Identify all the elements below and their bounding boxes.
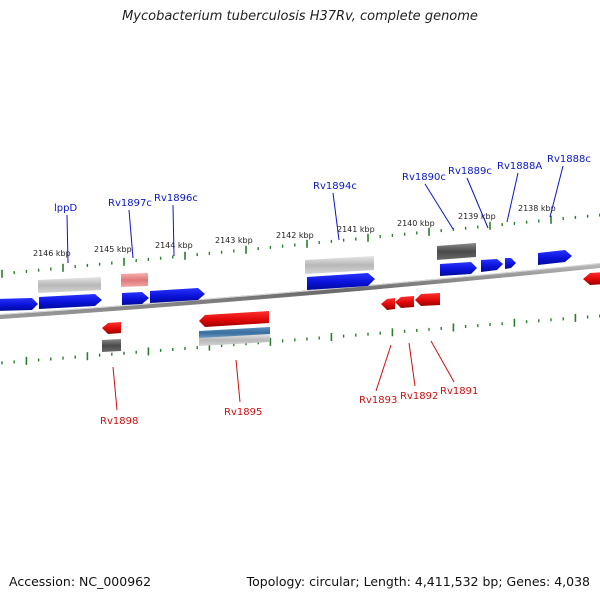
feature-block[interactable] [102, 339, 121, 352]
minus-leader-line [408, 342, 416, 387]
plus-leader-line [332, 192, 340, 241]
map-title: Mycobacterium tuberculosis H37Rv, comple… [122, 9, 478, 24]
feature-blocks [38, 243, 476, 352]
gene-arrow[interactable] [481, 259, 503, 272]
gene-label[interactable]: lppD [54, 203, 77, 214]
gene-arrow[interactable] [415, 293, 440, 306]
plus-leader-line [549, 165, 564, 218]
feature-block[interactable] [305, 256, 374, 274]
gene-label[interactable]: Rv1888c [547, 154, 591, 165]
feature-block[interactable] [437, 243, 476, 260]
tick-labels: 2146 kbp 2145 kbp 2144 kbp 2143 kbp 2142… [33, 204, 556, 258]
gene-arrow[interactable] [538, 250, 572, 265]
gene-label[interactable]: Rv1897c [108, 198, 152, 209]
plus-leader-line [506, 172, 519, 223]
gene-label[interactable]: Rv1898 [100, 416, 138, 427]
gene-label[interactable]: Rv1889c [448, 166, 492, 177]
gene-labels: lppD Rv1897c Rv1896c Rv1894c Rv1890c Rv1… [54, 154, 591, 427]
gene-arrow[interactable] [199, 311, 269, 327]
label-leaders [66, 165, 564, 411]
gene-arrow[interactable] [440, 262, 477, 276]
outer-tick-ring [1, 213, 600, 278]
tick-label: 2141 kbp [337, 225, 375, 234]
minus-leader-line [235, 359, 241, 403]
gene-arrow[interactable] [307, 273, 375, 290]
tick-label: 2138 kbp [518, 204, 556, 213]
feature-block[interactable] [199, 334, 270, 346]
genome-backbone-highlight [0, 263, 600, 316]
gene-label[interactable]: Rv1894c [313, 181, 357, 192]
inner-tick-ring [1, 313, 600, 365]
gene-arrow[interactable] [122, 292, 149, 305]
gene-arrow[interactable] [395, 296, 414, 308]
plus-leader-line [466, 177, 489, 229]
gene-label[interactable]: Rv1896c [154, 193, 198, 204]
minus-leader-line [430, 340, 455, 383]
gene-arrow[interactable] [0, 298, 38, 311]
plus-leader-line [424, 183, 454, 230]
minus-leader-line [375, 344, 392, 392]
tick-label: 2143 kbp [215, 236, 253, 245]
tick-label: 2140 kbp [397, 219, 435, 228]
minus-strand-genes [102, 272, 600, 334]
gene-arrow[interactable] [583, 272, 600, 285]
plus-leader-line [128, 209, 134, 259]
plus-leader-line [172, 204, 175, 257]
accession-text: Accession: NC_000962 [9, 574, 152, 589]
gene-label[interactable]: Rv1893 [359, 395, 397, 406]
gene-arrow[interactable] [102, 322, 121, 334]
gene-arrow[interactable] [150, 288, 205, 303]
feature-block[interactable] [121, 273, 148, 287]
tick-label: 2142 kbp [276, 231, 314, 240]
tick-label: 2139 kbp [458, 212, 496, 221]
gene-label[interactable]: Rv1888A [497, 161, 542, 172]
minus-leader-line [112, 366, 118, 411]
feature-block[interactable] [38, 277, 101, 293]
genome-backbone [0, 262, 600, 320]
plus-strand-genes [0, 250, 572, 311]
gene-label[interactable]: Rv1895 [224, 407, 262, 418]
plus-leader-line [66, 214, 69, 264]
tick-label: 2146 kbp [33, 249, 71, 258]
gene-arrow[interactable] [381, 298, 395, 310]
gene-label[interactable]: Rv1891 [440, 386, 478, 397]
tick-label: 2145 kbp [94, 245, 132, 254]
gene-arrow[interactable] [505, 258, 516, 269]
gene-label[interactable]: Rv1890c [402, 172, 446, 183]
gene-arrow[interactable] [39, 294, 102, 309]
gene-label[interactable]: Rv1892 [400, 391, 438, 402]
topology-text: Topology: circular; Length: 4,411,532 bp… [246, 574, 590, 589]
